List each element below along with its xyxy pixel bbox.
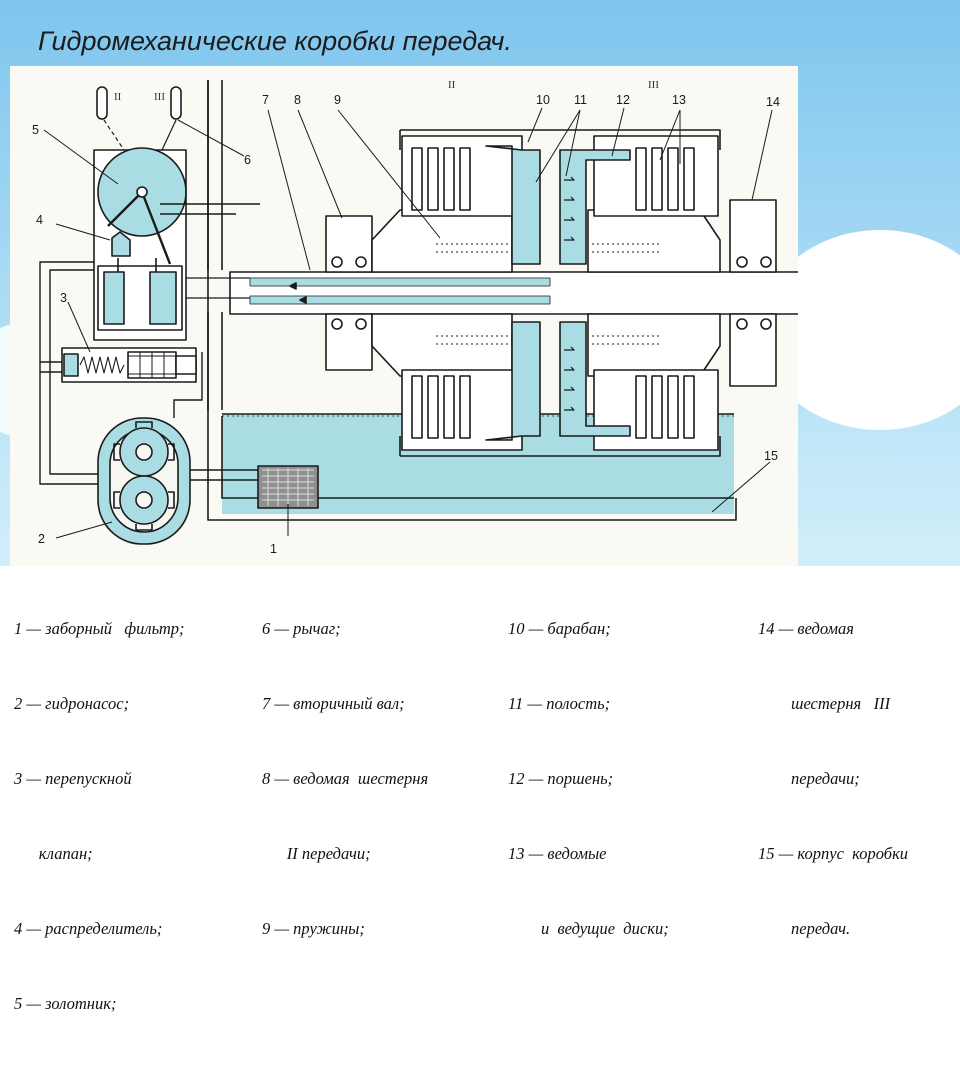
legend-column-1: 1 — заборный фильтр; 2 — гидронасос; 3 —…	[14, 566, 185, 1066]
driven-gears	[325, 199, 777, 387]
legend-item: 13 — ведомые	[508, 844, 607, 863]
legend-item: передач.	[758, 919, 851, 938]
page-title: Гидромеханические коробки передач.	[38, 26, 512, 56]
clutch-iii	[559, 135, 721, 451]
relief-valve	[61, 347, 197, 383]
gear-label-ii-drum: II	[448, 79, 456, 91]
callout-13: 13	[672, 93, 686, 107]
oil-lines	[39, 261, 203, 485]
callout-11: 11	[574, 93, 587, 107]
legend-item: шестерня III	[758, 694, 891, 713]
callout-leaders	[43, 107, 773, 539]
callout-1: 1	[270, 542, 277, 556]
cloud-shape	[760, 230, 960, 430]
legend-item: II передачи;	[262, 844, 371, 863]
legend-item: 12 — поршень;	[508, 769, 614, 788]
legend-column-3: 10 — барабан; 11 — полость; 12 — поршень…	[508, 566, 669, 991]
legend-item: 15 — корпус коробки	[758, 844, 909, 863]
callout-9: 9	[334, 93, 341, 107]
legend-item: и ведущие диски;	[508, 919, 669, 938]
callout-7: 7	[262, 93, 269, 107]
legend-item: клапан;	[14, 844, 93, 863]
secondary-shaft	[186, 271, 798, 315]
legend-item: 8 — ведомая шестерня	[262, 769, 429, 788]
callout-12: 12	[616, 93, 630, 107]
legend-item: 3 — перепускной	[14, 769, 132, 788]
legend-item: передачи;	[758, 769, 860, 788]
gear-label-ii-lever: II	[114, 91, 122, 103]
clutch-ii	[371, 135, 541, 451]
oil-pump	[97, 417, 258, 545]
legend-item: 9 — пружины;	[262, 919, 365, 938]
legend-item: 10 — барабан;	[508, 619, 611, 638]
transmission-schematic: 1 2 3 4 5 6 7 8 9 10 11 12 13 14 15 II I…	[32, 79, 798, 556]
legend-item: 11 — полость;	[508, 694, 611, 713]
legend: 1 — заборный фильтр; 2 — гидронасос; 3 —…	[0, 566, 960, 1013]
shift-levers	[96, 86, 182, 151]
gear-label-iii-lever: III	[154, 91, 165, 103]
legend-column-4: 14 — ведомая шестерня III передачи; 15 —…	[758, 566, 908, 991]
intake-filter	[257, 465, 319, 509]
legend-item: 1 — заборный фильтр;	[14, 619, 185, 638]
callout-8: 8	[294, 93, 301, 107]
legend-item: 14 — ведомая	[758, 619, 854, 638]
gear-label-iii-drum: III	[648, 79, 659, 91]
legend-item: 5 — золотник;	[14, 994, 117, 1013]
callout-5: 5	[32, 123, 39, 137]
callout-10: 10	[536, 93, 550, 107]
callout-14: 14	[766, 95, 780, 109]
legend-item: 6 — рычаг;	[262, 619, 341, 638]
callout-4: 4	[36, 213, 43, 227]
drum-outline	[399, 129, 721, 457]
legend-item: 7 — вторичный вал;	[262, 694, 405, 713]
legend-column-2: 6 — рычаг; 7 — вторичный вал; 8 — ведома…	[262, 566, 428, 991]
distributor	[93, 147, 260, 341]
callout-2: 2	[38, 532, 45, 546]
callout-6: 6	[244, 153, 251, 167]
legend-item: 2 — гидронасос;	[14, 694, 130, 713]
callout-15: 15	[764, 449, 778, 463]
legend-item: 4 — распределитель;	[14, 919, 163, 938]
callout-3: 3	[60, 291, 67, 305]
